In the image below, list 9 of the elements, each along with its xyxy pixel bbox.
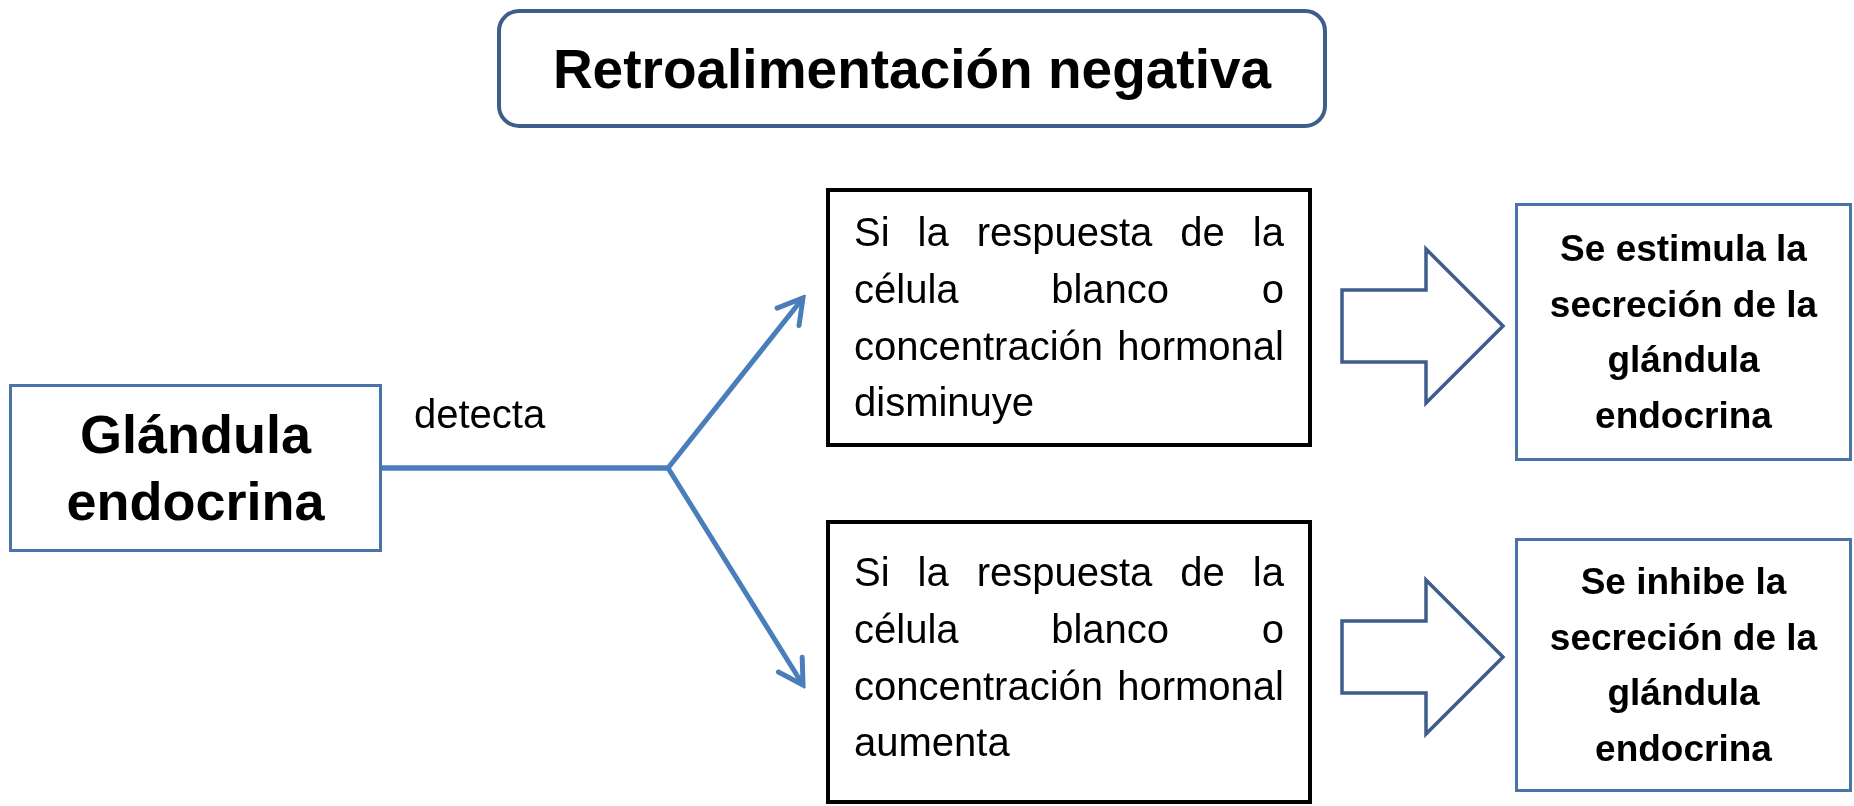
result-box: Se inhibe la secreción de la glándula endocrina bbox=[1515, 538, 1852, 792]
block-arrow bbox=[1340, 575, 1506, 739]
gland-box: Glándula endocrina bbox=[9, 384, 382, 552]
result-box: Se estimula la secreción de la glándula endocrina bbox=[1515, 203, 1852, 461]
title-box: Retroalimentación negativa bbox=[497, 9, 1327, 128]
block-arrow bbox=[1340, 244, 1506, 408]
condition-box: Si la respuesta de la célula blanco o concentración hormonal disminuye bbox=[826, 188, 1312, 447]
condition-box: Si la respuesta de la célula blanco o concentración hormonal aumenta bbox=[826, 520, 1312, 804]
arrow bbox=[382, 465, 806, 688]
